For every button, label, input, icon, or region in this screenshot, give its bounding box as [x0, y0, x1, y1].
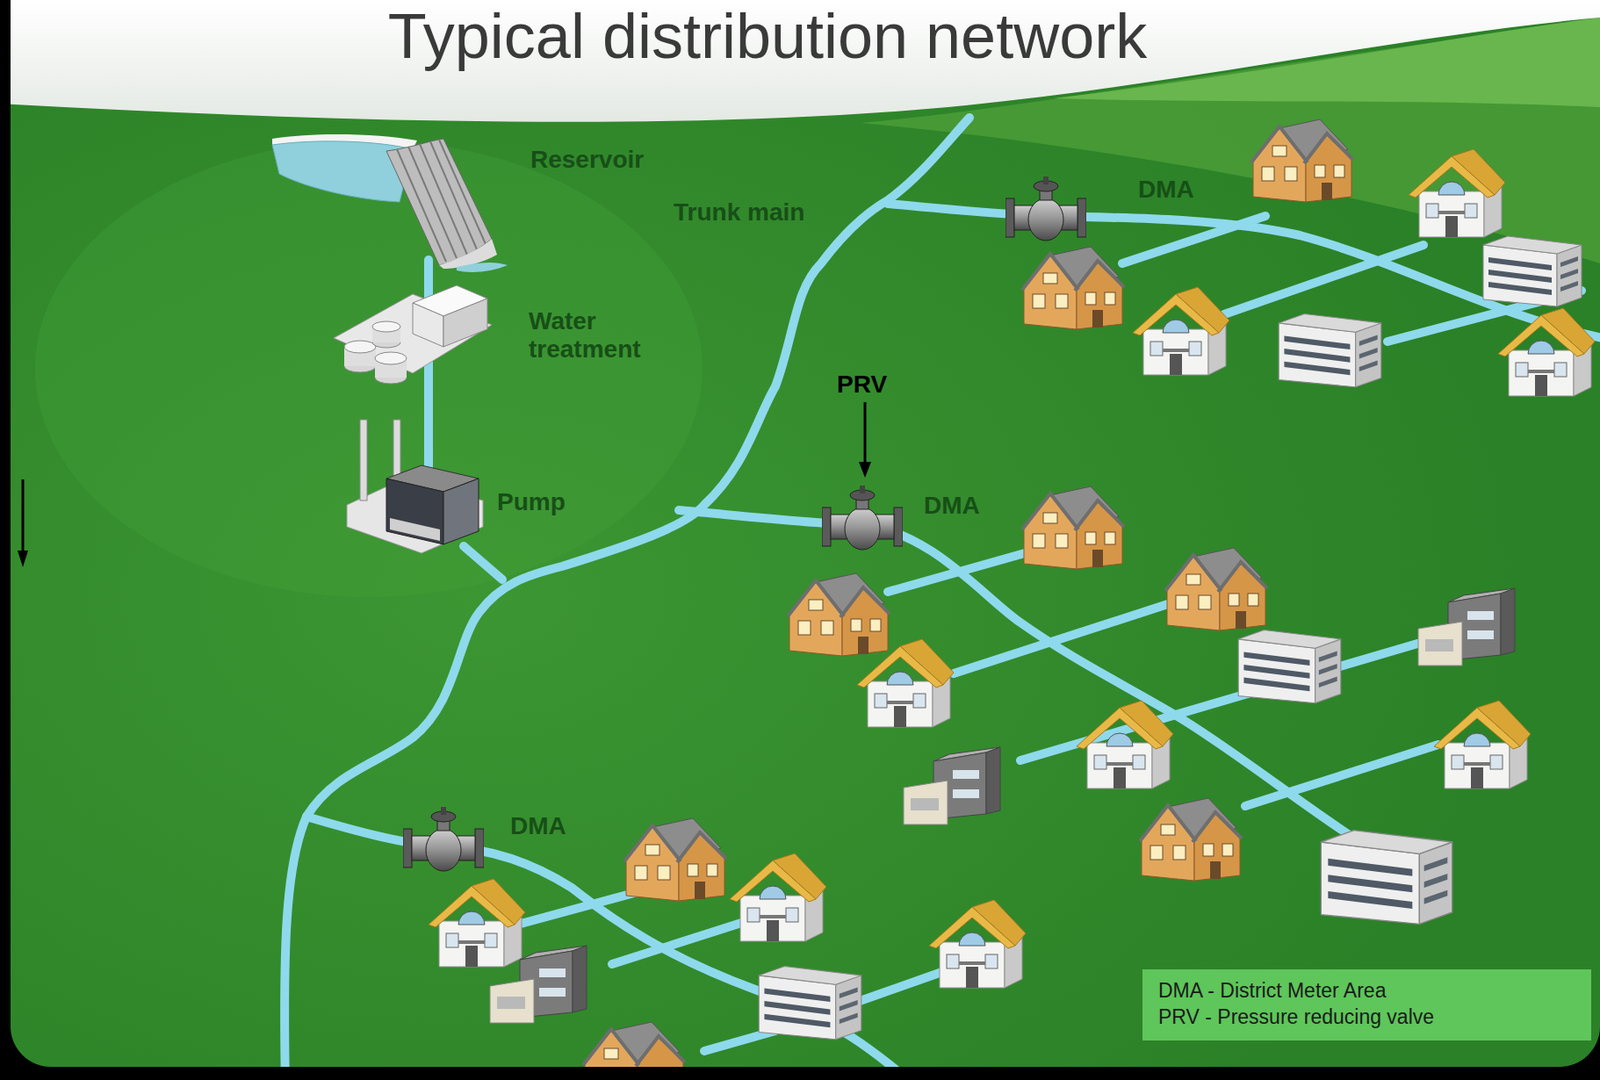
house-icon [624, 818, 727, 901]
supply-pipe [424, 259, 433, 492]
sky [10, 0, 1600, 123]
landscape [10, 0, 1600, 1067]
arrow-head [17, 550, 29, 568]
diagram-label: Reservoir [530, 145, 644, 174]
leader-arrow [864, 402, 867, 466]
house-icon [857, 639, 954, 728]
valves [403, 176, 1087, 872]
arrow-head [858, 461, 872, 478]
diagram-label: DMA [923, 491, 981, 520]
office-icon [1278, 313, 1382, 387]
valve-symbol [1005, 176, 1087, 241]
office-icon [1238, 629, 1341, 703]
diagram-label: DMA [1138, 175, 1195, 204]
grass-shade [35, 140, 703, 598]
house-icon [1251, 119, 1354, 202]
valve-symbol [403, 807, 484, 872]
office-icon [1320, 830, 1452, 925]
house-icon [929, 900, 1026, 988]
house-icon [903, 747, 1001, 825]
side-arrow [21, 479, 25, 554]
supply-pipe [463, 546, 503, 580]
house-icon [1418, 588, 1515, 666]
water-treatment-icon [333, 285, 492, 384]
house-icon [1132, 287, 1230, 375]
diagram-label: DMA [510, 812, 567, 841]
house-icon [787, 573, 890, 656]
house-icon [1165, 547, 1268, 631]
service-pipe [953, 602, 1174, 674]
service-pipe [704, 1030, 776, 1052]
office-icon [1483, 236, 1582, 307]
trunk-main-pipe [284, 117, 970, 1067]
house-icon [1408, 149, 1506, 238]
service-pipe [1224, 245, 1424, 315]
water-pipes [284, 117, 1600, 1067]
diagram-label: Water treatment [528, 307, 678, 364]
houses [428, 119, 1595, 1067]
house-icon [1022, 486, 1125, 570]
service-pipe [612, 918, 756, 965]
house-icon [1139, 798, 1242, 881]
house-icon [1434, 700, 1531, 789]
pump-station-icon [346, 419, 483, 554]
service-pipe [1245, 744, 1439, 807]
pointer-arrows [17, 402, 872, 568]
service-pipe [887, 551, 1031, 592]
legend-box: DMA - District Meter AreaPRV - Pressure … [1142, 969, 1592, 1041]
diagram-label: PRV [836, 370, 887, 399]
diagram-label: Trunk main [673, 198, 805, 227]
house-icon [490, 945, 587, 1024]
legend-text: PRV - Pressure reducing valve [1158, 1003, 1435, 1031]
house-icon [583, 1022, 685, 1067]
service-pipe [847, 969, 950, 1006]
service-pipe [1122, 216, 1266, 264]
legend-text: DMA - District Meter Area [1158, 977, 1386, 1004]
valve-symbol [821, 485, 903, 550]
diagram-title: Typical distribution network [388, 3, 1147, 71]
diagram-label: Pump [497, 488, 566, 517]
house-icon [428, 879, 526, 967]
house-icon [1022, 246, 1125, 330]
house-icon [729, 853, 827, 942]
office-icon [758, 965, 862, 1039]
house-icon [1076, 700, 1174, 789]
house-icon [1498, 308, 1595, 397]
reservoir-dam-icon [272, 134, 508, 273]
grass-ground [10, 0, 1600, 1067]
